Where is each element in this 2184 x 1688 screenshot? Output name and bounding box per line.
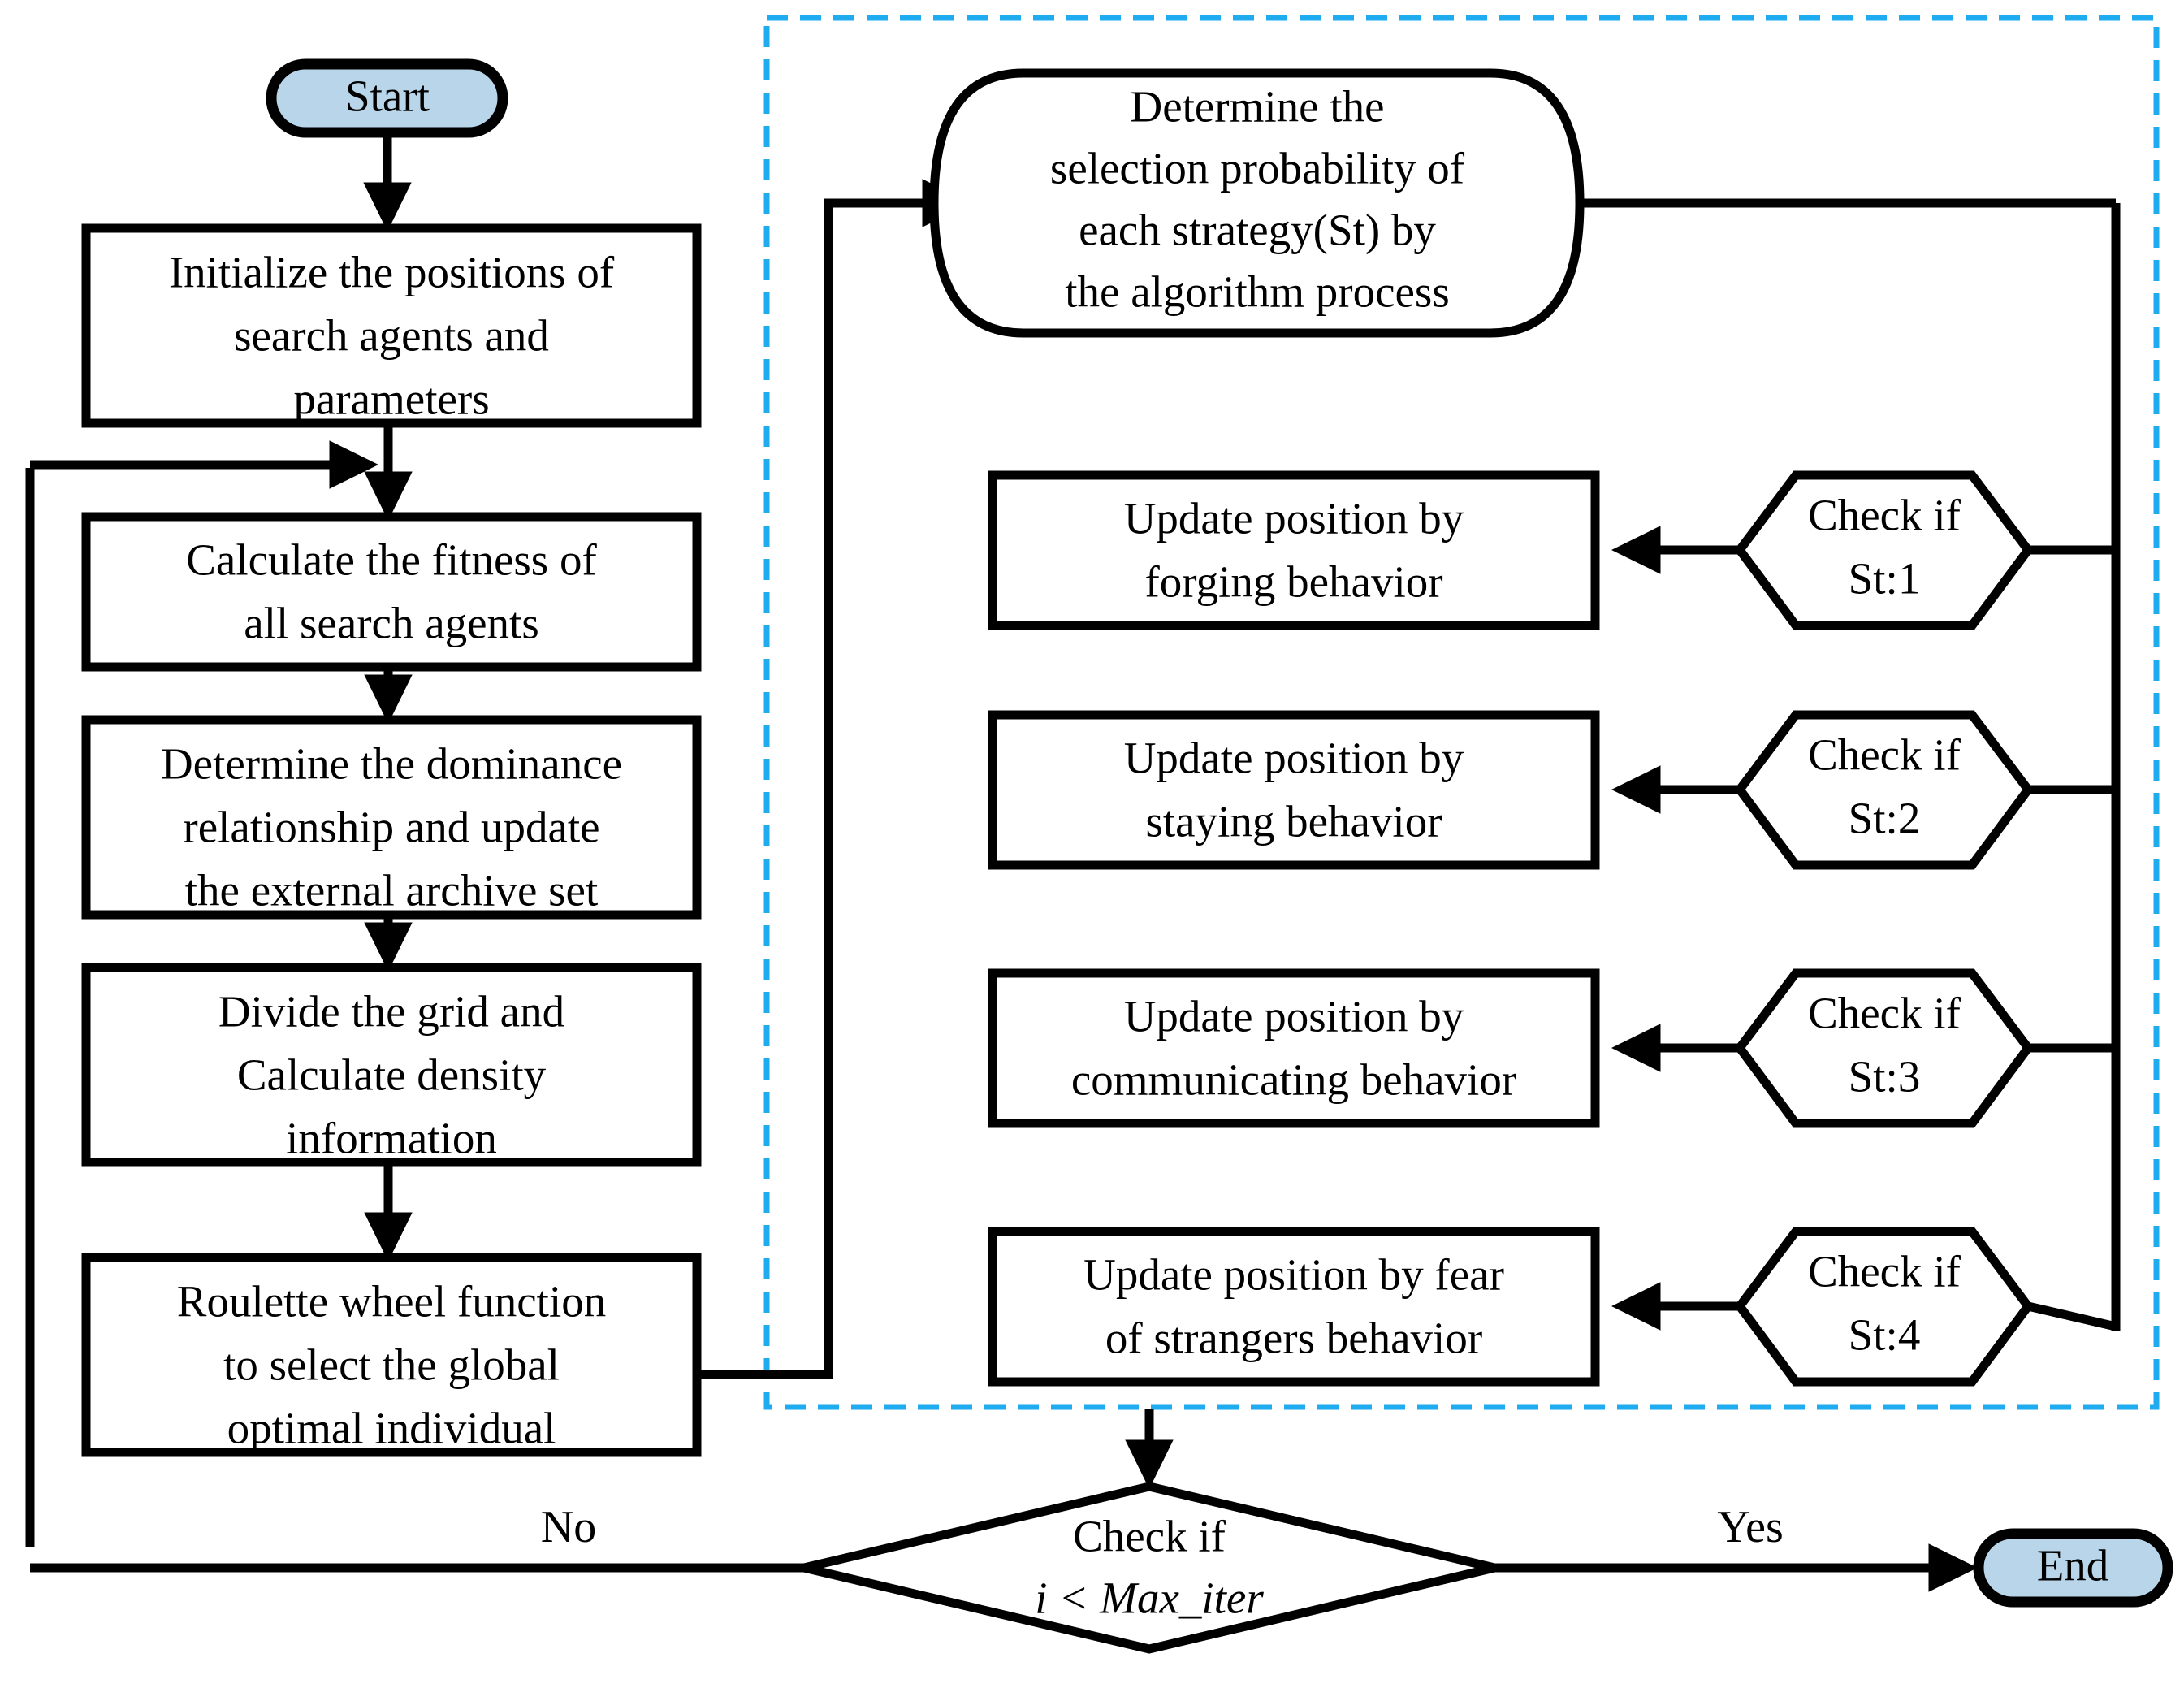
strategy-4-check-line-1: Check if <box>1808 1247 1961 1296</box>
start-node-label: Start <box>345 71 430 121</box>
strategy-1-check-line-1: Check if <box>1808 491 1961 540</box>
strategy-1-action-line-1: Update position by <box>1124 494 1464 543</box>
fitness-line-1: Calculate the fitness of <box>186 535 597 585</box>
edge-right-rail-to-strategy-4 <box>2026 1301 2117 1331</box>
selection-probability-line-3: each strategy(St) by <box>1079 206 1436 255</box>
fitness-node[interactable] <box>81 512 702 672</box>
dominance-node[interactable] <box>81 715 702 920</box>
grid-line-2: Calculate density <box>237 1050 547 1100</box>
roulette-line-1: Roulette wheel function <box>177 1277 606 1327</box>
edge-label-no: No <box>541 1502 596 1552</box>
initialize-line-1: Initialize the positions of <box>169 248 615 297</box>
strategy-3-action-node[interactable] <box>988 968 1600 1128</box>
strategy-1-action-line-2: forging behavior <box>1144 557 1442 607</box>
strategy-3-check-line-2: St:3 <box>1849 1052 1921 1102</box>
initialize-line-3: parameters <box>293 374 489 424</box>
end-node-label: End <box>2037 1541 2109 1591</box>
initialize-line-2: search agents and <box>234 311 549 361</box>
strategy-3-action-line-1: Update position by <box>1124 992 1464 1041</box>
grid-line-1: Divide the grid and <box>218 987 564 1037</box>
decision-max-iter-line-1: Check if <box>1073 1512 1226 1561</box>
roulette-node[interactable] <box>81 1253 702 1457</box>
selection-probability-line-4: the algorithm process <box>1065 267 1450 317</box>
decision-max-iter-line-2: i < Max_iter <box>1035 1573 1264 1623</box>
dominance-line-1: Determine the dominance <box>161 739 622 789</box>
strategy-2-action-line-1: Update position by <box>1124 734 1464 783</box>
strategy-2-check-line-1: Check if <box>1808 730 1961 780</box>
initialize-node[interactable] <box>81 223 702 428</box>
end-node[interactable] <box>1973 1528 2173 1608</box>
decision-max-iter-node[interactable] <box>802 1482 1496 1654</box>
strategy-1-check-line-2: St:1 <box>1849 554 1921 604</box>
dominance-line-3: the external archive set <box>185 866 598 915</box>
strategy-group-dashed-box <box>763 15 2160 1410</box>
selection-probability-line-2: selection probability of <box>1050 144 1465 193</box>
strategy-4-action-line-1: Update position by fear <box>1083 1250 1504 1300</box>
strategy-2-action-node[interactable] <box>988 710 1600 870</box>
selection-probability-node[interactable] <box>929 68 1585 338</box>
edge-label-yes: Yes <box>1717 1502 1783 1552</box>
strategy-4-action-node[interactable] <box>988 1227 1600 1387</box>
roulette-line-2: to select the global <box>223 1340 560 1390</box>
edge-roulette-to-selection-probability <box>697 179 971 1379</box>
strategy-4-check-line-2: St:4 <box>1849 1310 1921 1360</box>
strategy-2-action-line-2: staying behavior <box>1145 797 1442 846</box>
strategy-3-check-line-1: Check if <box>1808 989 1961 1038</box>
strategy-4-action-line-2: of strangers behavior <box>1105 1314 1482 1363</box>
selection-probability-line-1: Determine the <box>1130 82 1384 132</box>
strategy-2-check-line-2: St:2 <box>1849 794 1921 843</box>
fitness-line-2: all search agents <box>244 599 538 648</box>
strategy-1-action-node[interactable] <box>988 470 1600 630</box>
strategy-3-action-line-2: communicating behavior <box>1071 1055 1516 1105</box>
dominance-line-2: relationship and update <box>183 803 599 852</box>
roulette-line-3: optimal individual <box>227 1404 556 1453</box>
grid-line-3: information <box>286 1114 497 1163</box>
